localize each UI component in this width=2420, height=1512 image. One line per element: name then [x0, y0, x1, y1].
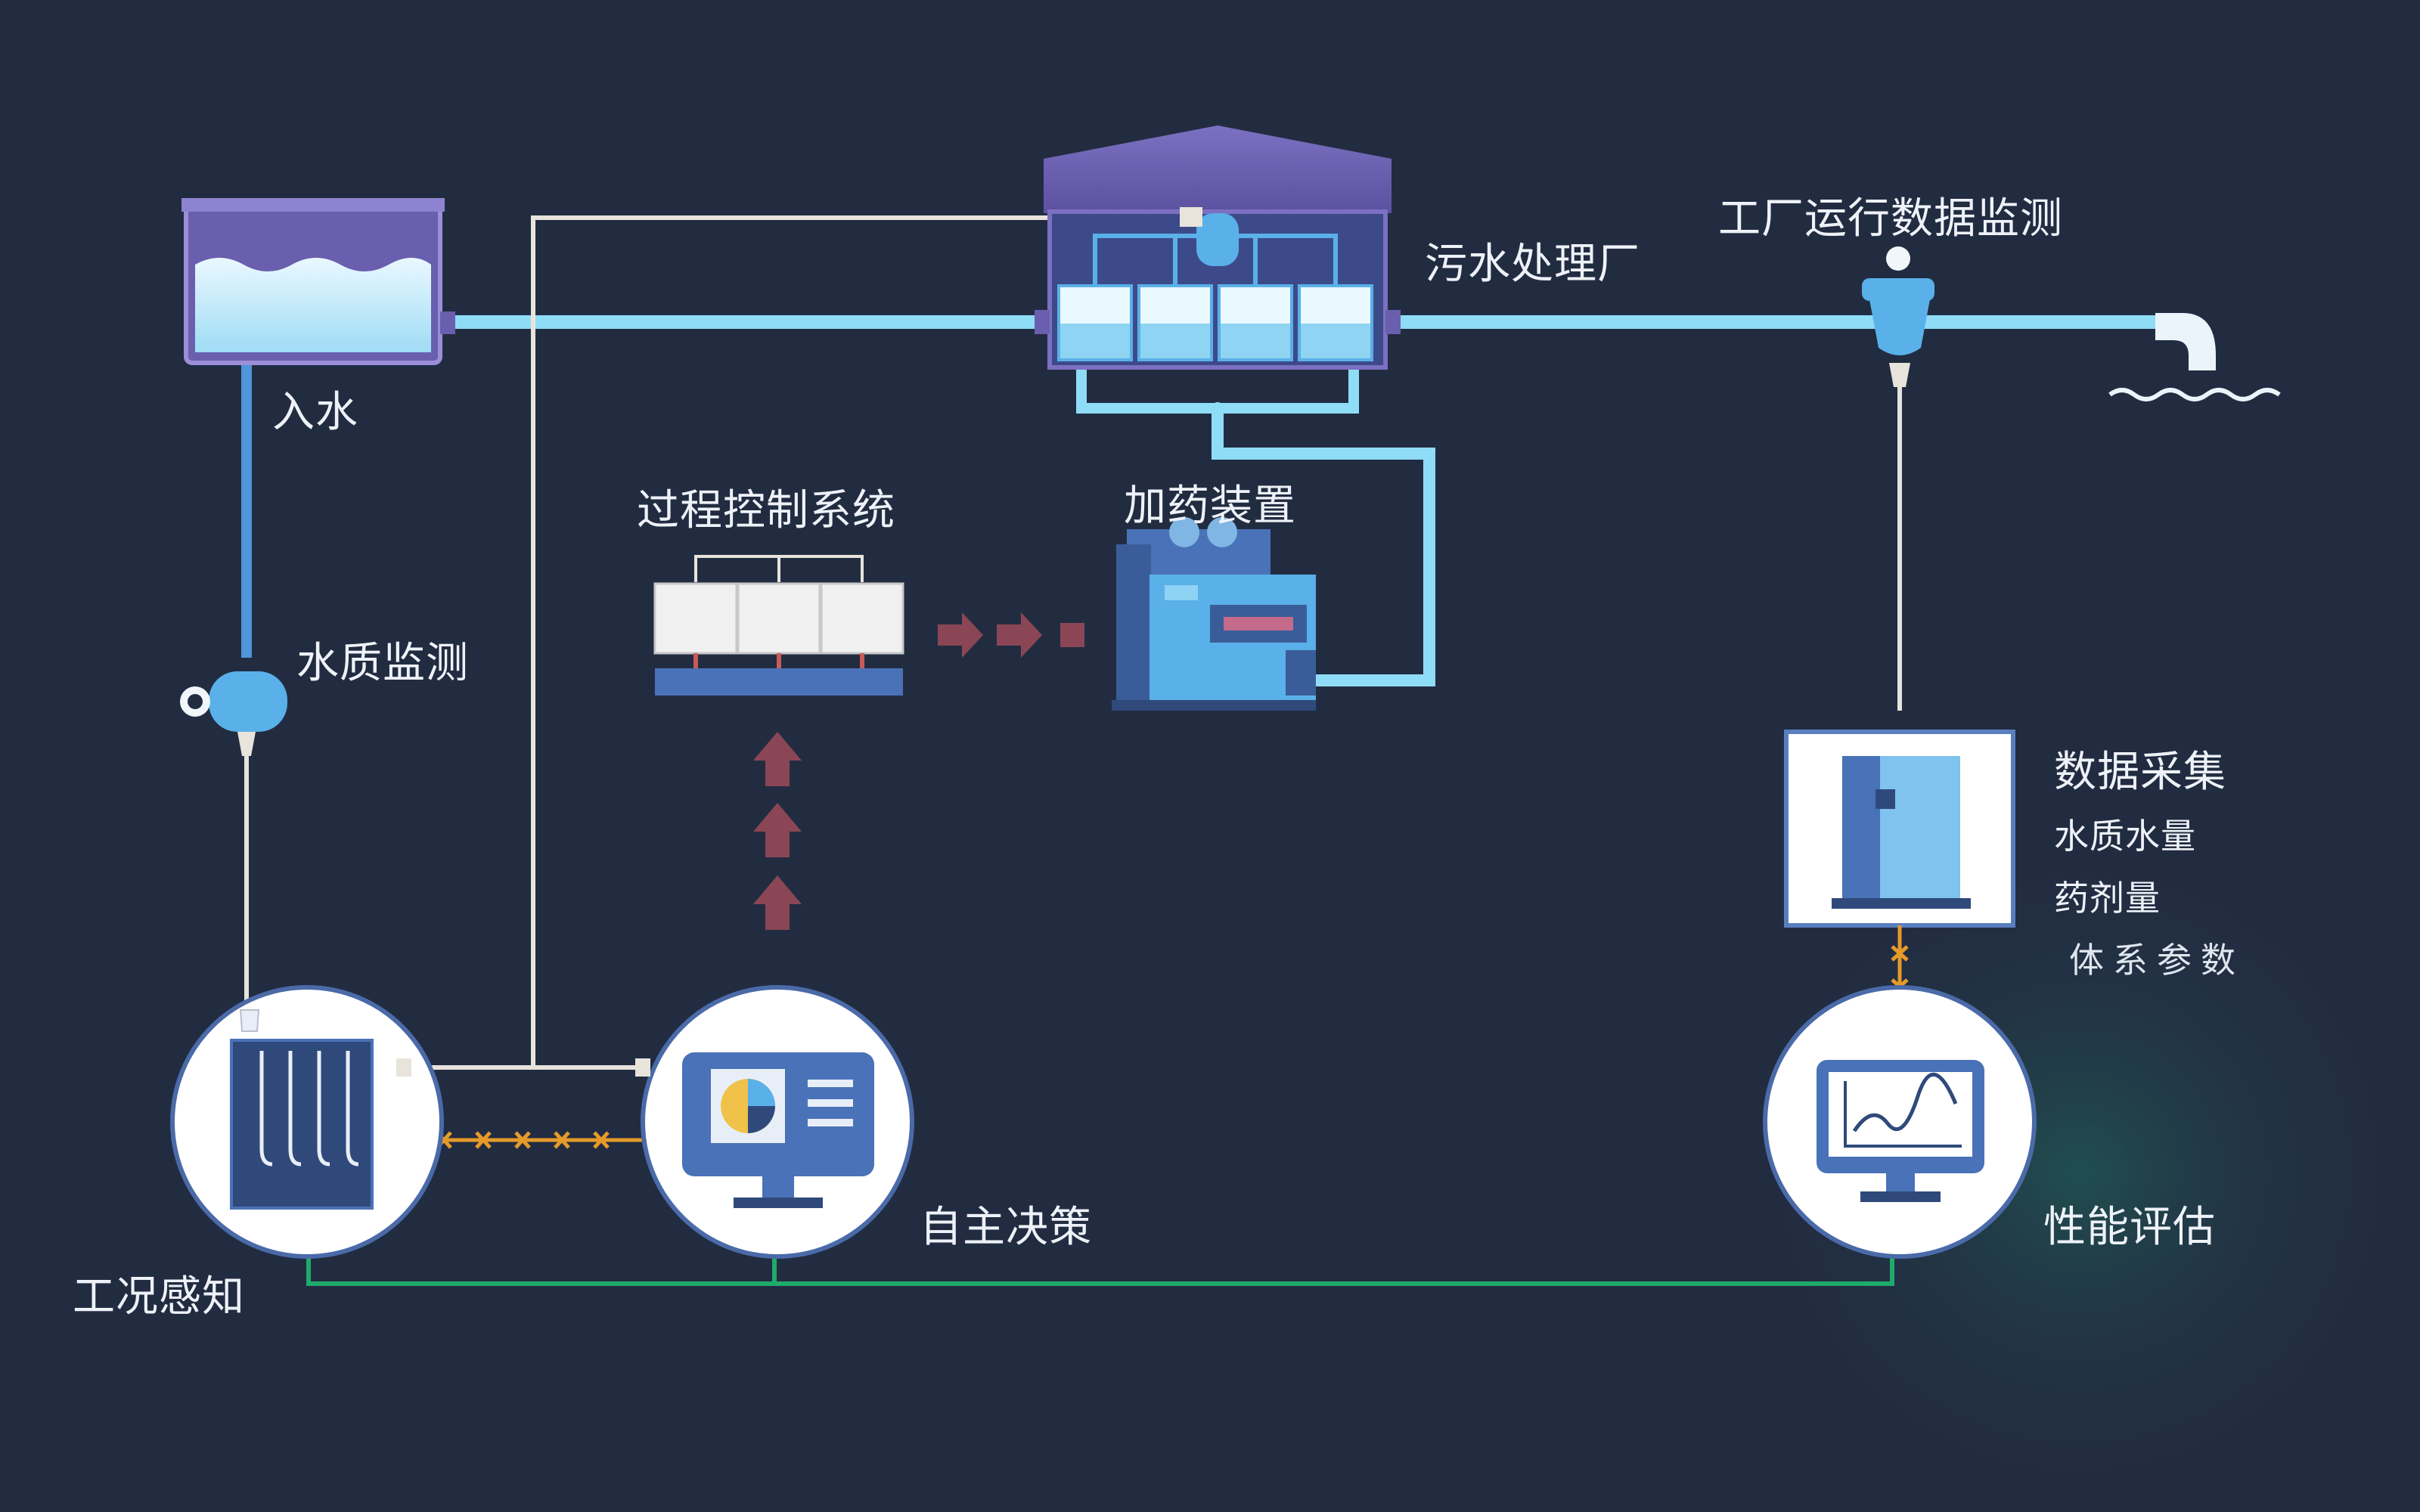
label-plant-monitor: 工厂运行数据监测: [1718, 194, 2063, 243]
dosing-device: [1112, 517, 1316, 711]
water-pipes: [439, 315, 2162, 686]
node-autonomous-decision: [641, 985, 914, 1259]
label-wwtp: 污水处理厂: [1425, 240, 1640, 289]
outfall: [2108, 313, 2281, 401]
label-dose-amount: 药剂量: [2054, 878, 2161, 919]
label-data-collection: 数据采集: [2054, 748, 2226, 797]
pipe-plant-bottom-loop: [1076, 358, 1359, 414]
signal-connectors: [396, 207, 1202, 1077]
feedback-line: [299, 1231, 1894, 1286]
wwtp-building: [1035, 125, 1401, 370]
label-condition-sensing: 工况感知: [73, 1272, 245, 1321]
label-water-quality-monitor: 水质监测: [296, 639, 469, 688]
label-system-params: 体系参数: [2069, 940, 2245, 981]
water-quality-sensor: [180, 671, 287, 756]
data-collection-device: [1784, 730, 2015, 928]
label-process-control: 过程控制系统: [637, 486, 895, 535]
control-arrows-horizontal: [938, 612, 1084, 658]
plant-monitor-sensor: [1862, 246, 1934, 387]
process-control-system: [653, 555, 904, 696]
pipe-plant-to-dosing: [1212, 402, 1435, 686]
data-link-sensing-decision: [408, 1131, 647, 1149]
node-performance-eval: [1763, 985, 2037, 1259]
control-arrows-vertical: [753, 732, 802, 930]
node-condition-sensing: [170, 985, 444, 1259]
label-inlet: 入水: [272, 388, 358, 437]
label-performance-eval: 性能评估: [2043, 1203, 2216, 1252]
label-dosing-device: 加药装置: [1124, 482, 1296, 531]
label-quality-quantity: 水质水量: [2054, 816, 2196, 857]
inlet-tank: [182, 198, 455, 365]
label-autonomous-decision: 自主决策: [920, 1203, 1092, 1252]
signal-lines: [244, 215, 1902, 1070]
